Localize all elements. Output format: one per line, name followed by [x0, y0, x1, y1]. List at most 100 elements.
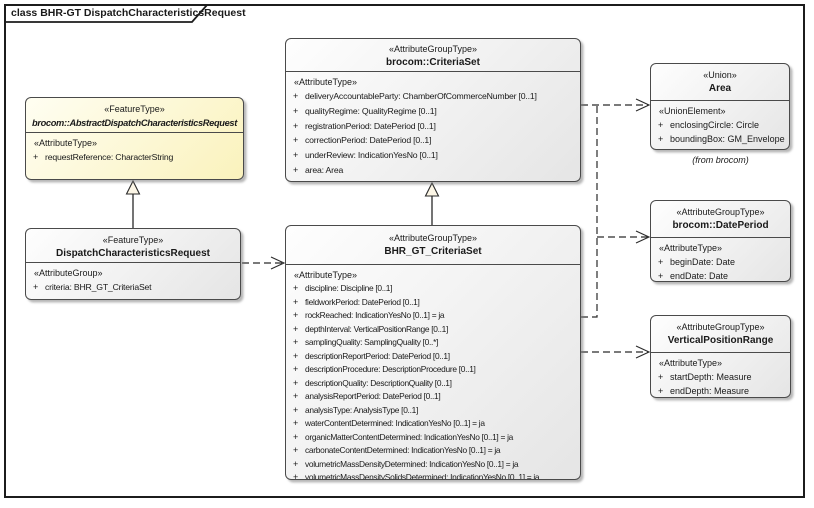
dependency-to-dateperiod[interactable]	[597, 230, 651, 244]
dependency-bhrgt-vertical-route[interactable]	[581, 106, 598, 318]
attributes-section: «AttributeType» + beginDate: Date + endDat…	[651, 237, 790, 281]
attribute-text: enclosingCircle: Circle	[670, 120, 760, 130]
attribute-text: endDate: Date	[670, 271, 729, 281]
class-name: VerticalPositionRange	[667, 335, 774, 346]
class-stereotype: «AttributeGroupType»	[676, 322, 765, 332]
generalization-bhrgt-to-criteriaset[interactable]	[424, 181, 440, 225]
attribute-text: endDepth: Measure	[670, 386, 750, 396]
class-header: «AttributeGroupType» VerticalPositionRan…	[651, 316, 790, 352]
attributes-section: «AttributeType» + discipline: Discipline …	[286, 264, 580, 480]
generalization-dispatch-to-abstract[interactable]	[125, 179, 141, 228]
attribute-row: +startDepth: Measure	[651, 370, 790, 384]
dependency-bhrgt-to-vpr[interactable]	[581, 345, 651, 359]
visibility-plus: +	[293, 350, 299, 361]
attribute-text: carbonateContentDetermined: IndicationYe…	[305, 445, 501, 455]
section-stereotype: «AttributeType»	[34, 138, 98, 148]
attribute-row: + area: Area	[286, 163, 580, 178]
attribute-row: + rockReached: IndicationYesNo [0..1] = j…	[286, 309, 580, 323]
attribute-row: +carbonateContentDetermined: IndicationY…	[286, 444, 580, 458]
attribute-row: +samplingQuality: SamplingQuality [0..*]	[286, 336, 580, 350]
attribute-text: area: Area	[305, 164, 344, 175]
class-dispatch-characteristics-request[interactable]: «FeatureType» DispatchCharacteristicsReq…	[25, 228, 241, 300]
visibility-plus: +	[33, 152, 39, 162]
class-header: «Union» Area	[651, 64, 789, 100]
attributes-section: «AttributeType» + requestReference: Char…	[26, 132, 243, 164]
attribute-row: +volumetricMassDensitySolidsDetermined: …	[286, 471, 580, 480]
visibility-plus: +	[293, 283, 299, 293]
attribute-row: +descriptionReportPeriod: DatePeriod [0.…	[286, 350, 580, 364]
visibility-plus: +	[658, 372, 664, 382]
attribute-text: criteria: BHR_GT_CriteriaSet	[45, 282, 152, 292]
attributes-section: «AttributeGroup» + criteria: BHR_GT_Crit…	[26, 262, 240, 294]
attribute-text: analysisReportPeriod: DatePeriod [0..1]	[305, 391, 441, 401]
class-stereotype: «AttributeGroupType»	[676, 207, 765, 217]
attribute-row: +organicMatterContentDetermined: Indicat…	[286, 431, 580, 445]
class-name: DispatchCharacteristicsRequest	[56, 248, 210, 259]
class-brocom-date-period[interactable]: «AttributeGroupType» brocom::DatePeriod …	[650, 200, 791, 282]
attribute-row: + volumetricMassDensityDetermined: Indica…	[286, 458, 580, 472]
attributes-section: «UnionElement» +enclosingCircle: Circle …	[651, 100, 789, 146]
dependency-criteriaset-to-area[interactable]	[581, 98, 651, 112]
visibility-plus: +	[293, 391, 299, 401]
visibility-plus: +	[293, 135, 299, 146]
visibility-plus: +	[293, 296, 299, 307]
attribute-text: samplingQuality: SamplingQuality [0..*]	[305, 337, 439, 347]
visibility-plus: +	[293, 364, 299, 374]
visibility-plus: +	[293, 105, 299, 116]
visibility-plus: +	[658, 386, 664, 396]
visibility-plus: +	[293, 164, 299, 175]
attribute-row: + requestReference: CharacterString	[26, 150, 243, 164]
class-name: brocom::CriteriaSet	[386, 57, 480, 68]
attribute-text: volumetricMassDensityDetermined: Indicat…	[305, 458, 519, 469]
attribute-text: beginDate: Date	[670, 257, 736, 267]
attribute-text: volumetricMassDensitySolidsDetermined: I…	[305, 472, 540, 480]
visibility-plus: +	[293, 120, 299, 131]
class-name: brocom::DatePeriod	[672, 220, 769, 231]
attribute-row: +waterContentDetermined: IndicationYesNo…	[286, 417, 580, 431]
attribute-text: waterContentDetermined: IndicationYesNo …	[305, 418, 485, 428]
attribute-row: +boundingBox: GM_Envelope	[651, 132, 789, 146]
class-name: brocom::AbstractDispatchCharacteristicsR…	[31, 118, 238, 128]
class-header: «AttributeGroupType» brocom::CriteriaSet	[286, 39, 580, 71]
class-header: «FeatureType» DispatchCharacteristicsReq…	[26, 229, 240, 262]
attribute-text: deliveryAccountableParty: ChamberOfComme…	[305, 91, 537, 101]
class-stereotype: «FeatureType»	[102, 235, 164, 245]
section-stereotype: «AttributeType»	[294, 270, 358, 280]
attribute-text: depthInterval: VerticalPositionRange [0.…	[305, 323, 449, 334]
attributes-section: «AttributeType» +startDepth: Measure +en…	[651, 352, 790, 397]
class-area[interactable]: «Union» Area «UnionElement» + enclosingCi…	[650, 63, 790, 150]
class-vertical-position-range[interactable]: «AttributeGroupType» VerticalPositionRan…	[650, 315, 791, 398]
attribute-row: + enclosingCircle: Circle	[651, 118, 789, 132]
section-stereotype: «AttributeType»	[294, 77, 358, 87]
visibility-plus: +	[293, 310, 299, 320]
class-stereotype: «Union»	[703, 70, 737, 80]
attribute-row: + endDepth: Measure	[651, 384, 790, 397]
visibility-plus: +	[658, 271, 664, 281]
dependency-dispatch-to-bhrgt[interactable]	[242, 256, 286, 270]
attribute-row: + underReview: IndicationYesNo [0..1]	[286, 148, 580, 163]
section-stereotype: «AttributeType»	[659, 243, 723, 253]
class-stereotype: «AttributeGroupType»	[388, 44, 478, 54]
class-bhr-gt-criteria-set[interactable]: «AttributeGroupType» BHR_GT_CriteriaSet …	[285, 225, 581, 480]
visibility-plus: +	[293, 458, 299, 469]
attribute-text: fieldworkPeriod: DatePeriod [0..1]	[305, 296, 420, 307]
visibility-plus: +	[658, 120, 664, 130]
attribute-row: +descriptionProcedure: DescriptionProced…	[286, 363, 580, 377]
attribute-row: +depthInterval: VerticalPositionRange [0…	[286, 323, 580, 337]
attribute-row: + correctionPeriod: DatePeriod [0..1]	[286, 133, 580, 148]
class-abstract-dispatch-characteristics-request[interactable]: «FeatureType» brocom::AbstractDispatchCh…	[25, 97, 244, 180]
section-stereotype: «UnionElement»	[659, 106, 726, 116]
attribute-text: discipline: Discipline [0..1]	[305, 283, 393, 293]
visibility-plus: +	[33, 282, 39, 292]
attribute-text: rockReached: IndicationYesNo [0..1] = ja	[305, 310, 445, 320]
attribute-row: + endDate: Date	[651, 269, 790, 281]
attribute-text: requestReference: CharacterString	[45, 152, 174, 162]
attribute-text: organicMatterContentDetermined: Indicati…	[305, 431, 514, 442]
visibility-plus: +	[293, 91, 299, 101]
attribute-row: + beginDate: Date	[651, 255, 790, 269]
visibility-plus: +	[658, 257, 664, 267]
attribute-row: +analysisType: AnalysisType [0..1]	[286, 404, 580, 418]
class-brocom-criteria-set[interactable]: «AttributeGroupType» brocom::CriteriaSet…	[285, 38, 581, 182]
class-header: «FeatureType» brocom::AbstractDispatchCh…	[26, 98, 243, 132]
class-name: Area	[708, 83, 732, 94]
